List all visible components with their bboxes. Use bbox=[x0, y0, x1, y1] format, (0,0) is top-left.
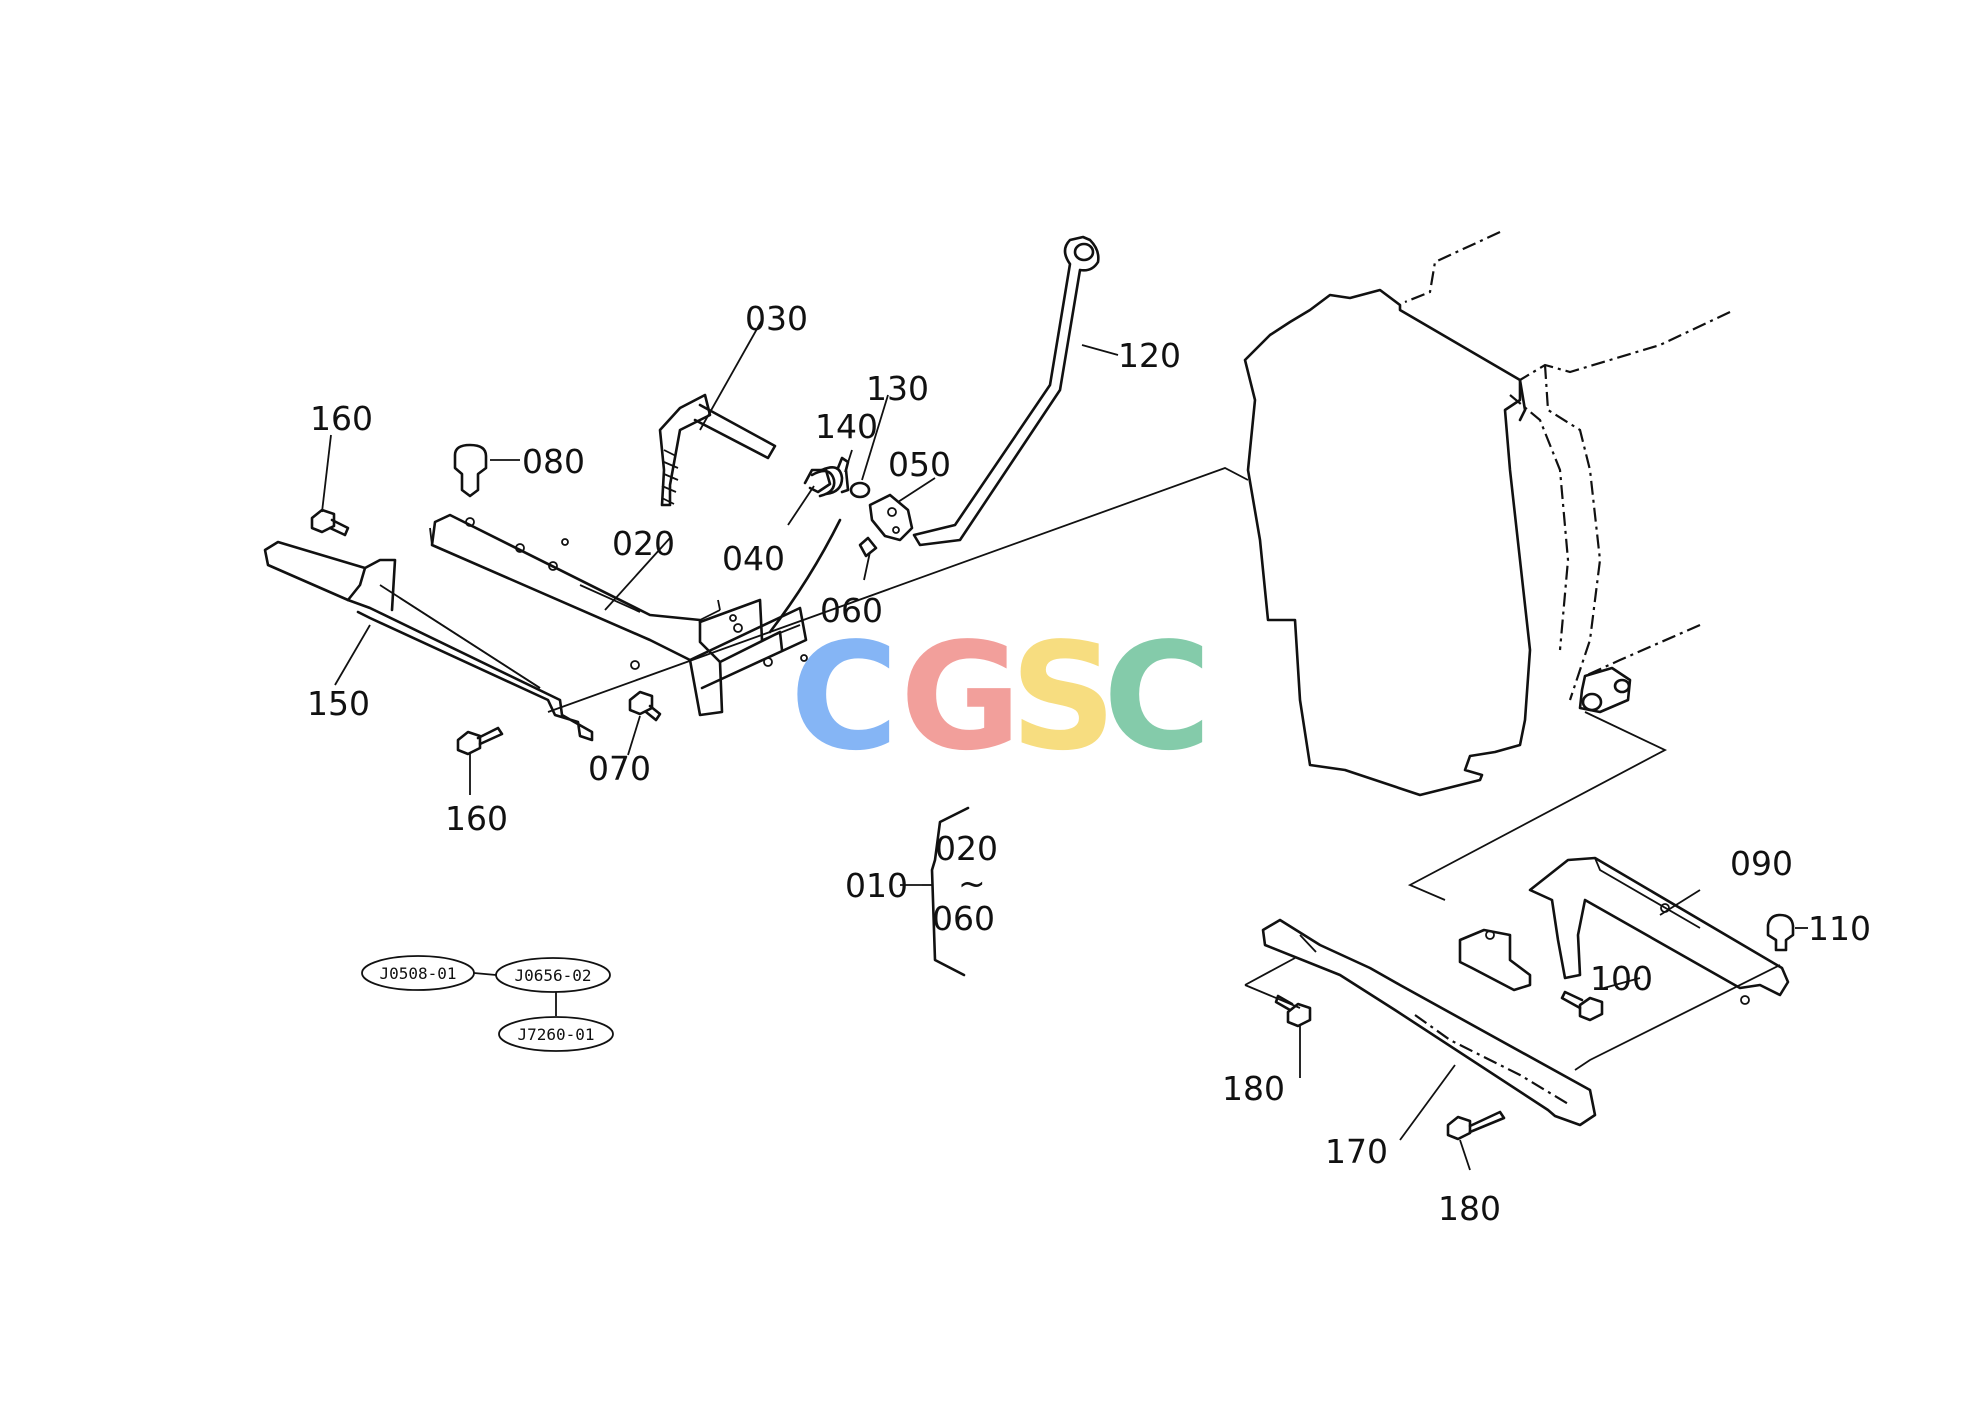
callout-180-lower: 180 bbox=[1438, 1189, 1501, 1228]
callout-020-kit: 020 bbox=[935, 829, 998, 868]
callout-140: 140 bbox=[815, 407, 878, 446]
watermark-letter-4: C bbox=[1103, 611, 1212, 783]
callout-050: 050 bbox=[888, 445, 951, 484]
rod-120 bbox=[912, 235, 1100, 547]
callout-130: 130 bbox=[866, 369, 929, 408]
reference-line-lower bbox=[1407, 711, 1668, 901]
ref-oval-j7260 bbox=[498, 1016, 614, 1052]
spring-040 bbox=[803, 466, 844, 498]
reference-line-upper bbox=[547, 467, 1249, 713]
watermark-letter-2: G bbox=[900, 611, 1021, 783]
callout-040: 040 bbox=[722, 539, 785, 578]
pedal-plate-150 bbox=[263, 540, 594, 742]
engine-block bbox=[1243, 231, 1731, 797]
callout-060-key: 060 bbox=[820, 591, 883, 630]
watermark-letter-3: S bbox=[1010, 611, 1117, 783]
bolt-100 bbox=[1560, 990, 1604, 1022]
callout-090: 090 bbox=[1730, 844, 1793, 883]
bolt-160-lower bbox=[456, 726, 504, 756]
callout-100: 100 bbox=[1590, 959, 1653, 998]
kit-bracket bbox=[922, 806, 970, 977]
reference-codes: J0508-01 J0656-02 J7260-01 bbox=[361, 955, 614, 1052]
ref-code-j7260: J7260-01 bbox=[517, 1025, 594, 1044]
callout-020-bracket: 020 bbox=[612, 524, 675, 563]
callout-080: 080 bbox=[522, 442, 585, 481]
callout-160-lower: 160 bbox=[445, 799, 508, 838]
callout-060-kit: 060 bbox=[932, 899, 995, 938]
reference-line-right bbox=[1574, 964, 1781, 1071]
callout-030: 030 bbox=[745, 299, 808, 338]
ref-code-j0656: J0656-02 bbox=[514, 966, 591, 985]
callout-070: 070 bbox=[588, 749, 651, 788]
plate-050 bbox=[868, 493, 914, 542]
bolt-160-upper bbox=[310, 508, 350, 537]
guide-line-170 bbox=[1244, 957, 1301, 1009]
callout-160-upper: 160 bbox=[310, 399, 373, 438]
cap-080 bbox=[453, 443, 488, 498]
watermark-letter-1: C bbox=[790, 611, 899, 783]
bracket-090 bbox=[1458, 856, 1790, 1005]
cgsc-watermark: C G S C bbox=[790, 611, 1212, 783]
callout-120: 120 bbox=[1118, 336, 1181, 375]
leader-lines bbox=[321, 319, 1808, 1171]
callout-150: 150 bbox=[307, 684, 370, 723]
callout-110: 110 bbox=[1808, 909, 1871, 948]
key-060 bbox=[858, 536, 878, 558]
cap-110 bbox=[1766, 913, 1795, 952]
plate-170 bbox=[1261, 918, 1597, 1127]
callout-180-upper: 180 bbox=[1222, 1069, 1285, 1108]
callout-170: 170 bbox=[1325, 1132, 1388, 1171]
ref-code-j0508: J0508-01 bbox=[379, 964, 456, 983]
washer-130 bbox=[849, 481, 871, 499]
lever-030 bbox=[658, 393, 777, 507]
ref-oval-j0656 bbox=[495, 957, 611, 993]
bolt-180-lower bbox=[1446, 1110, 1506, 1141]
bolt-070 bbox=[628, 690, 662, 722]
link-cable bbox=[768, 518, 842, 634]
range-symbol: ~ bbox=[958, 864, 986, 903]
callout-010: 010 bbox=[845, 866, 908, 905]
